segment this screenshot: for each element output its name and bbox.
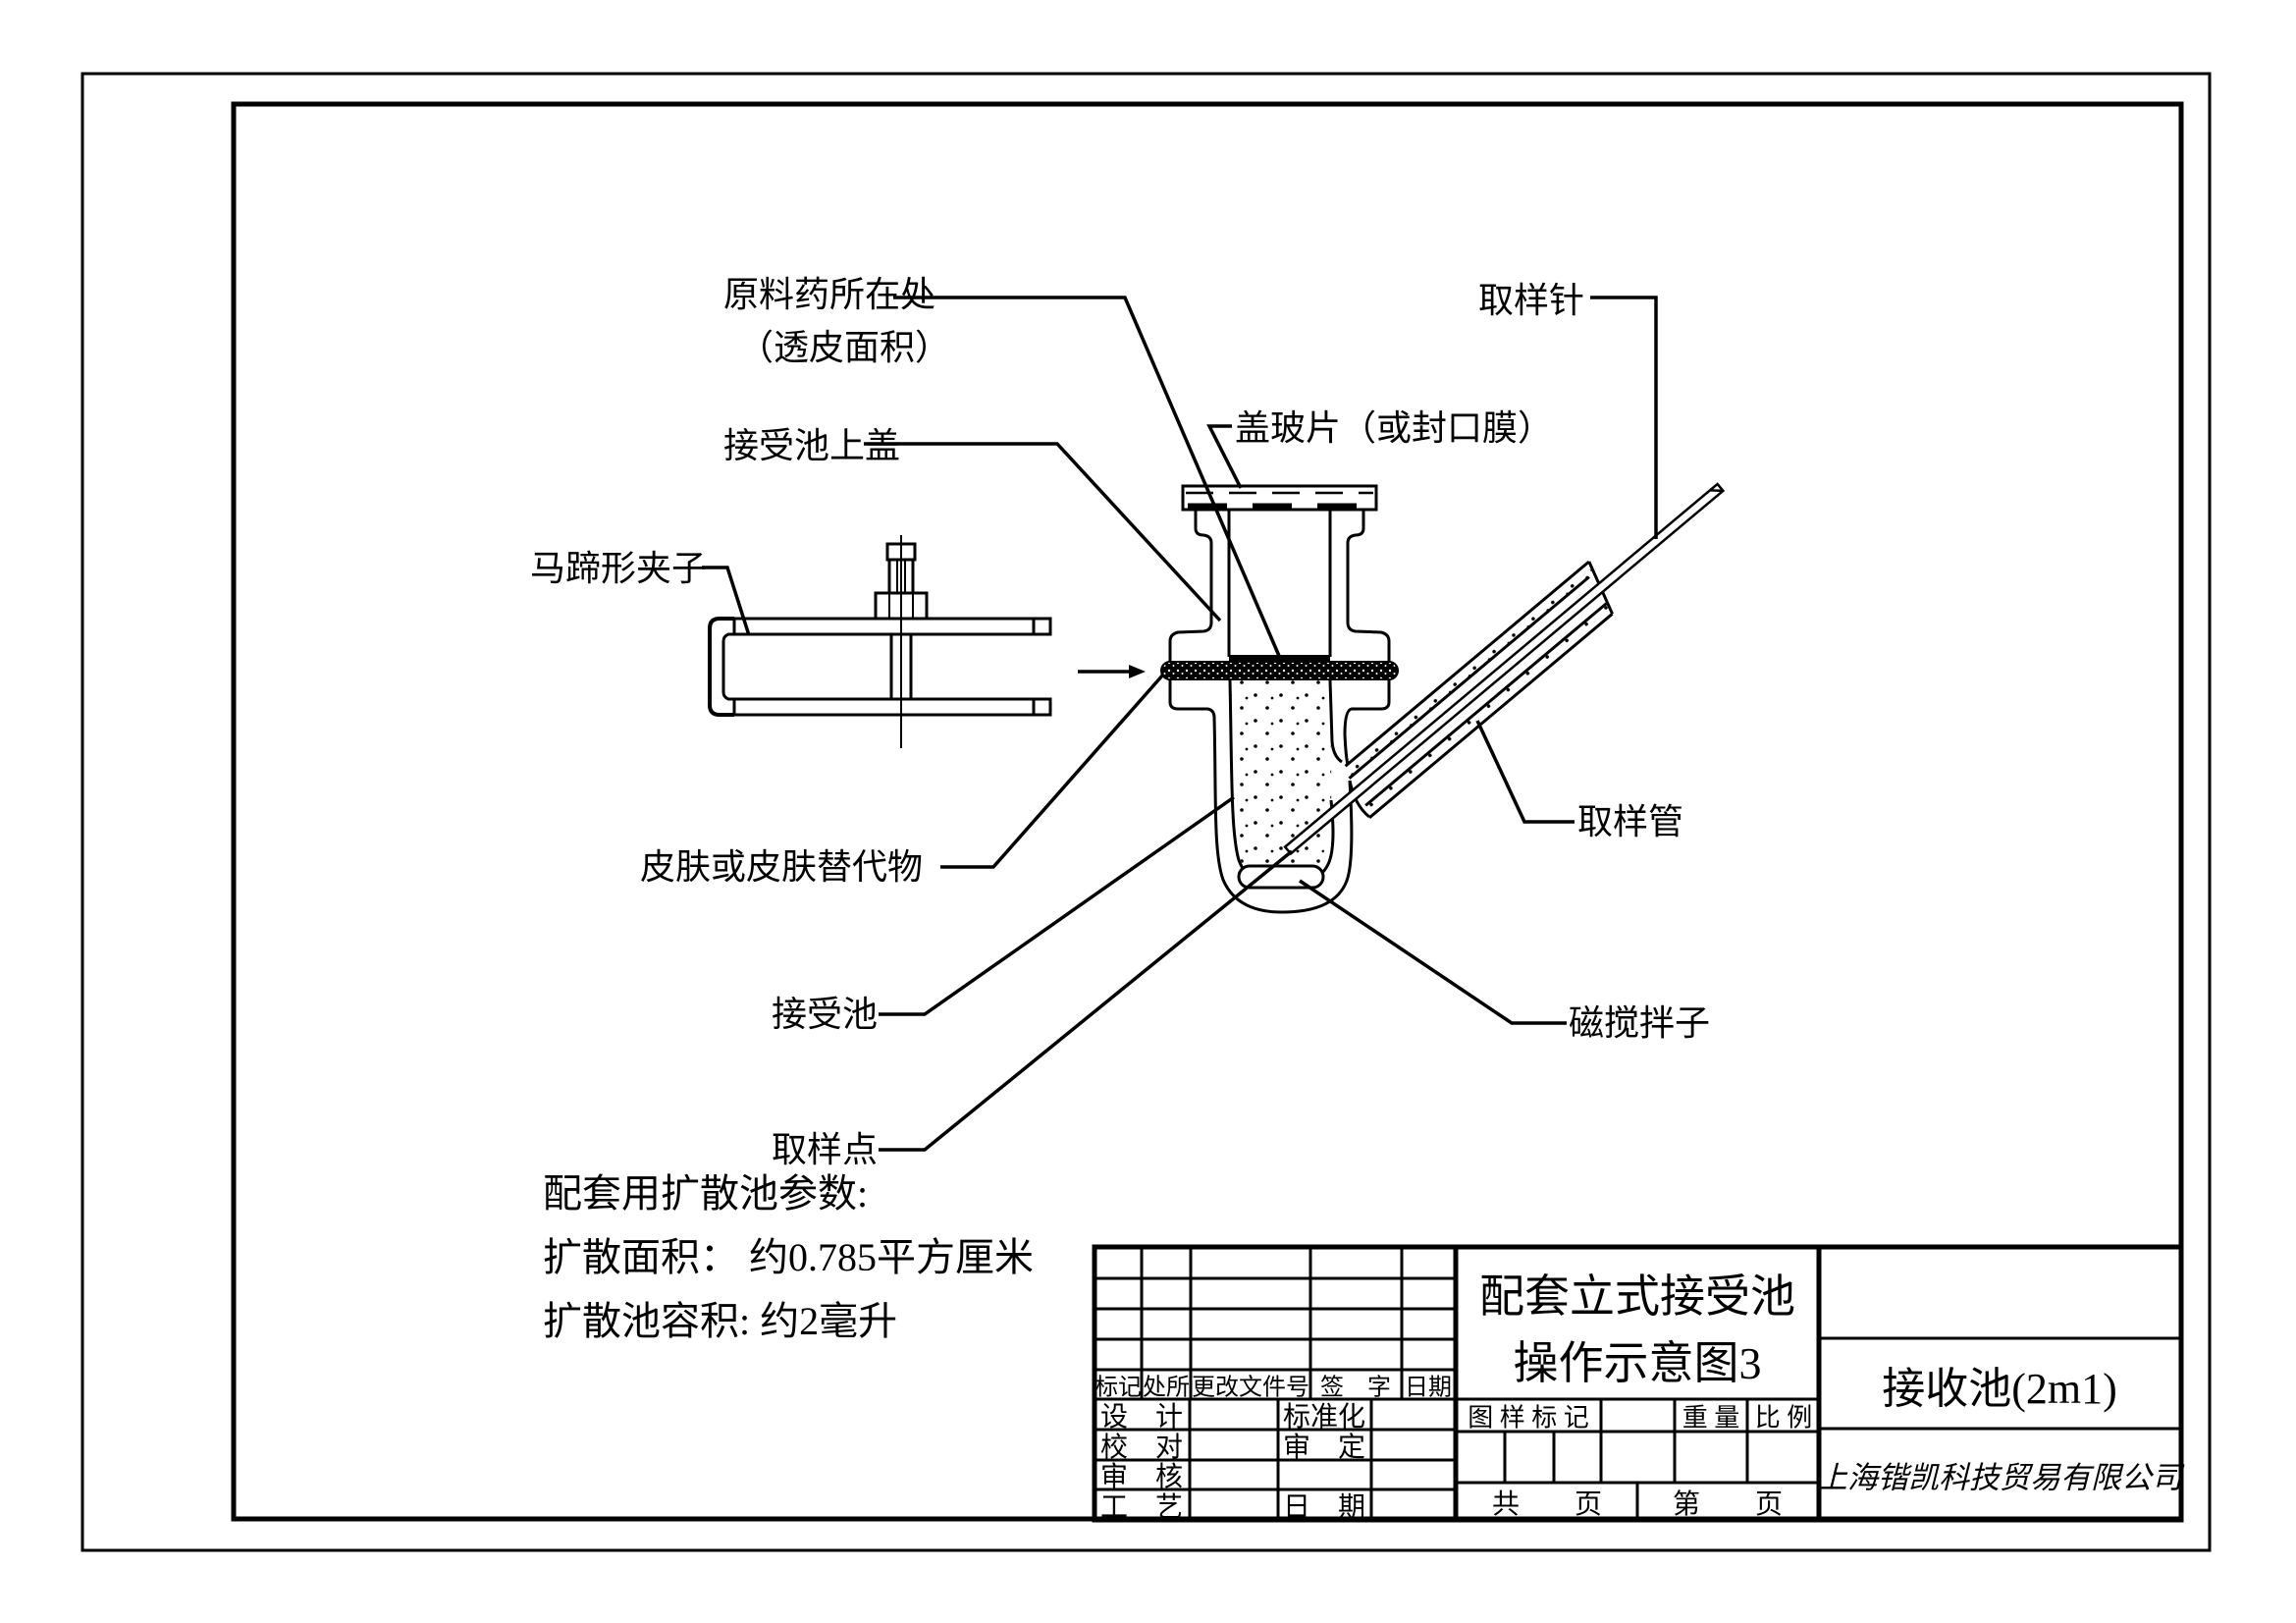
label-skin-substitute: 皮肤或皮肤替代物 [640, 847, 924, 887]
receiving-cell-drawing [1160, 482, 1726, 914]
tb-total-pages: 共 页 [1491, 1489, 1603, 1520]
outer-border [80, 72, 2212, 1552]
label-receiving-cell: 接受池 [772, 995, 879, 1034]
tb-title-line2: 操作示意图3 [1513, 1338, 1762, 1388]
title-block-grid [1092, 1244, 2184, 1523]
param-heading: 配套用扩散池参数: [543, 1171, 869, 1216]
tb-scale: 比 例 [1754, 1403, 1813, 1433]
sampling-tube-drawing [1283, 482, 1726, 856]
tb-date: 日 期 [1282, 1492, 1366, 1523]
tb-rev-sign: 签 字 [1320, 1375, 1391, 1401]
sampling-needle-drawing [1283, 482, 1726, 856]
tb-approve: 审 定 [1282, 1433, 1366, 1463]
label-sampling-point: 取样点 [772, 1130, 879, 1169]
tb-page-no: 第 页 [1672, 1489, 1784, 1520]
label-horseshoe-clamp: 马蹄形夹子 [530, 549, 708, 588]
tb-process: 工 艺 [1099, 1492, 1184, 1523]
membrane-support [1229, 655, 1330, 662]
leader-lines [702, 296, 1658, 1152]
horseshoe-clamp-drawing [708, 535, 1052, 748]
param-area: 扩散面积： 约0.785平方厘米 [543, 1235, 1034, 1279]
tb-audit: 审 核 [1099, 1462, 1184, 1492]
tb-drawing-mark: 图 样 标 记 [1468, 1403, 1589, 1433]
tb-company: 上海锴凯科技贸易有限公司 [1817, 1460, 2182, 1495]
label-sampling-needle: 取样针 [1478, 281, 1585, 320]
tb-rev-mark: 标记 [1095, 1375, 1142, 1401]
label-cover-glass: 盖玻片（或封口膜） [1235, 408, 1554, 448]
tb-weight: 重 量 [1682, 1403, 1740, 1433]
tb-title-line1: 配套立式接受池 [1479, 1271, 1795, 1322]
label-transdermal-area: （透皮面积） [738, 328, 951, 367]
tb-standardization: 标准化 [1282, 1402, 1366, 1433]
label-magnetic-stirrer: 磁搅拌子 [1569, 1003, 1711, 1043]
label-cell-top-cover: 接受池上盖 [723, 426, 901, 465]
tb-rev-docno: 更改文件号 [1192, 1375, 1309, 1401]
label-sampling-tube: 取样管 [1577, 802, 1684, 841]
tb-proofread: 校 对 [1099, 1433, 1184, 1463]
label-raw-material-location: 原料药所在处 [723, 275, 936, 314]
tb-design: 设 计 [1099, 1402, 1184, 1433]
tb-rev-date: 日期 [1405, 1375, 1452, 1401]
membrane-arrow [1078, 665, 1146, 678]
param-volume: 扩散池容积: 约2毫升 [543, 1299, 898, 1343]
membrane-band [1160, 661, 1399, 680]
tb-rev-place: 处所 [1143, 1375, 1190, 1401]
tb-part-name: 接收池(2m1) [1882, 1365, 2117, 1413]
